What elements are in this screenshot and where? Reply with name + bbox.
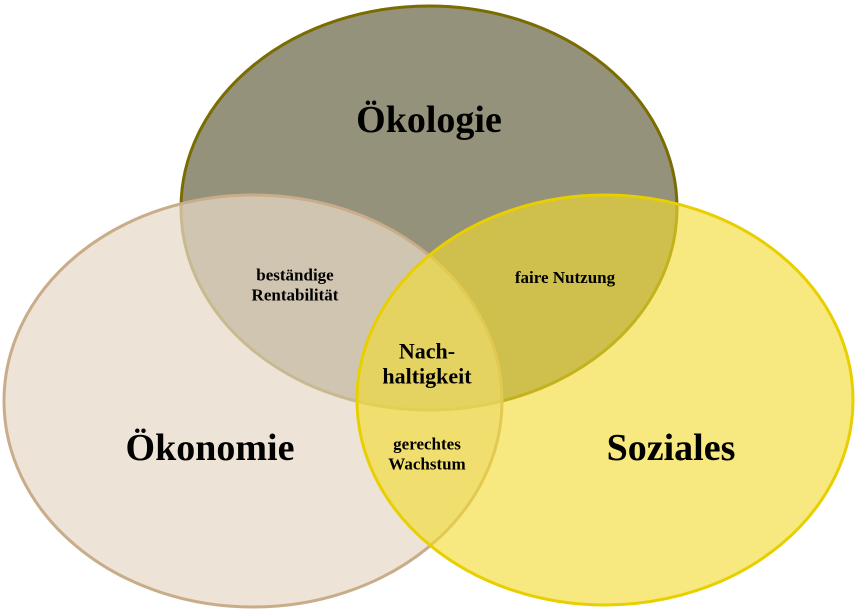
intersection-oekonomie-soziales-line1: gerechtes [393,434,461,454]
soziales-label: Soziales [606,427,736,470]
intersection-oekologie-soziales: faire Nutzung [514,268,616,288]
intersection-oekonomie-soziales-line2: Wachstum [388,454,466,473]
intersection-center-line1: Nach- [398,338,456,364]
intersection-center: Nach- haltigkeit [382,339,471,390]
oekologie-label: Ökologie [356,99,502,142]
intersection-oekologie-oekonomie-line2: Rentabilität [251,285,339,304]
intersection-oekologie-oekonomie: beständige Rentabilität [252,265,339,304]
intersection-center-line2: haltigkeit [382,364,472,389]
soziales-circle [355,193,855,607]
intersection-oekonomie-soziales: gerechtes Wachstum [388,434,465,473]
oekonomie-label: Ökonomie [125,427,295,470]
intersection-oekologie-oekonomie-line1: beständige [256,265,334,285]
